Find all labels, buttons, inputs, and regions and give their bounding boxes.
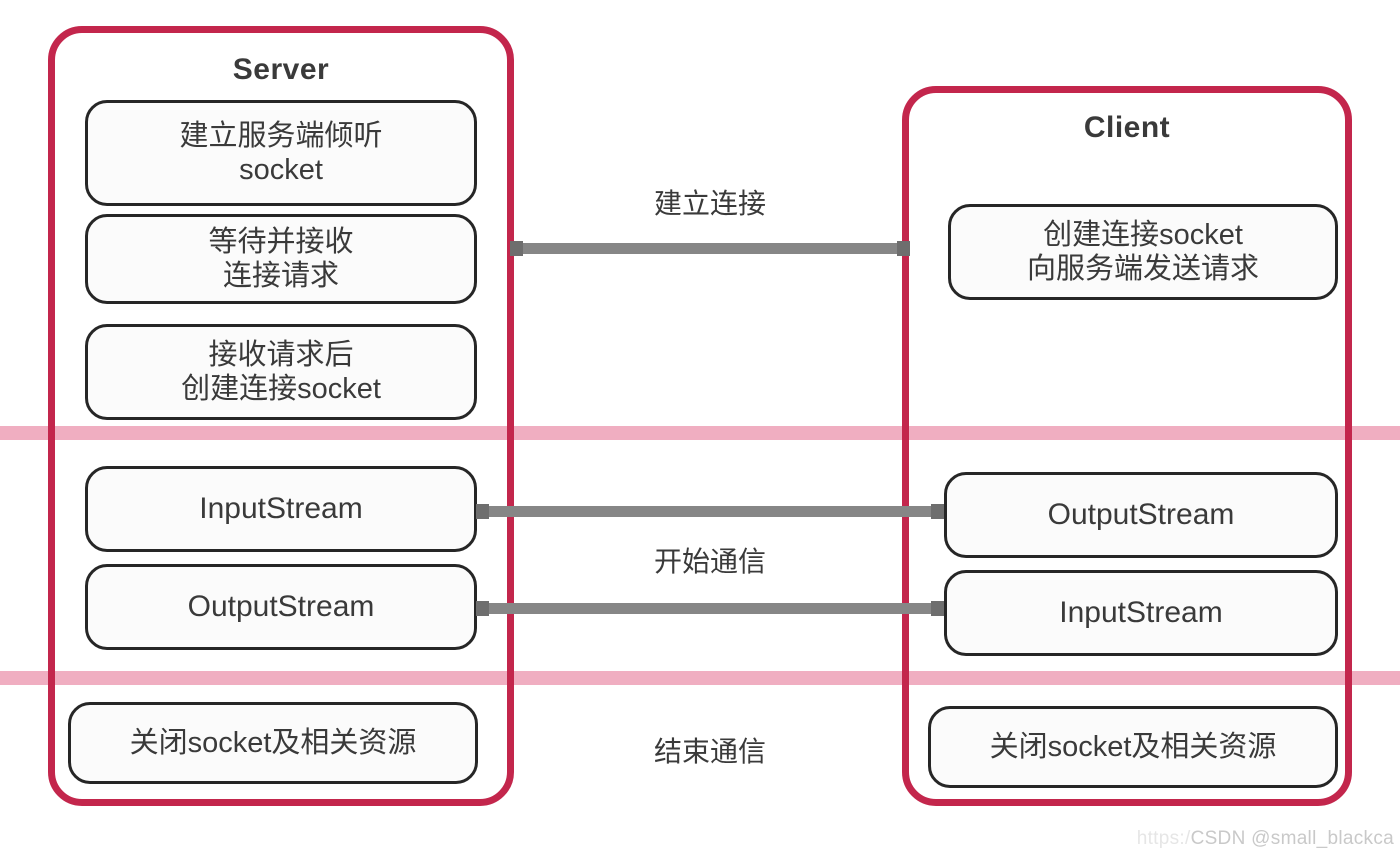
watermark: https:/CSDN @small_blackca [1137,828,1394,850]
server-step-wait-accept-request: 等待并接收 连接请求 [85,214,477,304]
step-text-line: 等待并接收 [208,225,354,258]
client-step-close-socket: 关闭socket及相关资源 [928,706,1338,788]
server-step-create-connection-socket: 接收请求后 创建连接socket [85,324,477,420]
step-text-line: 关闭socket及相关资源 [989,730,1277,763]
step-text-line: 创建连接socket [1043,218,1243,251]
step-text-line: 关闭socket及相关资源 [129,726,417,759]
phase-divider-connect-to-communicate [0,426,1400,440]
phase-label-end-communication: 结束通信 [653,736,766,767]
step-text-line: InputStream [199,492,363,526]
server-step-create-listening-socket: 建立服务端倾听 socket [85,100,477,206]
step-text-line: socket [239,154,323,186]
connector-endpoint-right [931,601,944,616]
client-panel-title: Client [1083,111,1171,144]
client-step-output-stream: OutputStream [944,472,1338,558]
server-panel: Server [48,26,514,806]
step-text-line: 连接请求 [222,260,339,292]
connector-establish-connection [510,241,910,256]
connector-endpoint-left [510,241,523,256]
step-text-line: 创建连接socket [181,373,381,405]
client-step-create-socket-send-request: 创建连接socket 向服务端发送请求 [948,204,1338,300]
connector-server-output-to-client-input [476,601,944,616]
watermark-url: https:/ [1136,828,1191,849]
client-step-input-stream: InputStream [944,570,1338,656]
phase-label-establish-connection: 建立连接 [653,188,766,219]
step-text-line: 建立服务端倾听 [179,119,383,152]
server-step-output-stream: OutputStream [85,564,477,650]
step-text-line: 接收请求后 [208,338,354,371]
connector-endpoint-right [897,241,910,256]
phase-label-start-communication: 开始通信 [653,546,766,577]
server-panel-title: Server [232,53,330,86]
step-text-line: InputStream [1059,596,1223,630]
connector-endpoint-right [931,504,944,519]
step-text-line: 向服务端发送请求 [1026,253,1259,285]
server-step-close-socket: 关闭socket及相关资源 [68,702,478,784]
connector-endpoint-left [476,601,489,616]
connector-endpoint-left [476,504,489,519]
server-step-input-stream: InputStream [85,466,477,552]
step-text-line: OutputStream [1047,498,1235,532]
client-panel: Client [902,86,1352,806]
phase-divider-communicate-to-close [0,671,1400,685]
connector-server-input-to-client-output [476,504,944,519]
step-text-line: OutputStream [187,590,375,624]
watermark-text: CSDN @small_blackca [1190,828,1394,849]
